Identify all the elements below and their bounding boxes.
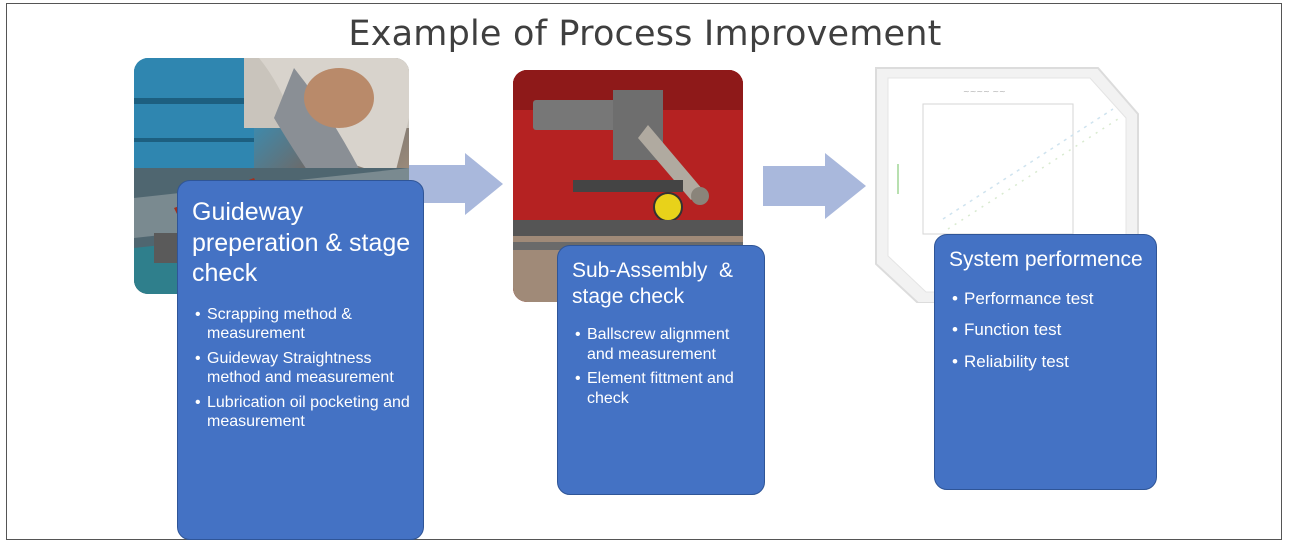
sub-assembly-photo [513,70,743,302]
step-1-heading: Guideway preperation & stage check [192,198,411,287]
step-1-bullet: •Scrapping method & measurement [195,305,352,343]
step-3-box: System performence •Performance test •Fu… [934,234,1157,490]
step-3-bullet-list: •Performance test •Function test •Reliab… [935,289,1148,373]
step-2-bullet: •Element fittment and check [575,370,734,407]
step-2-bullet: •Ballscrew alignment and measurement [575,326,730,363]
step-3-bullet: •Performance test [952,288,1094,308]
step-2-bullet-list: •Ballscrew alignment and measurement •El… [558,325,756,408]
arrow-2-icon [763,153,866,219]
step-2-heading: Sub-Assembly & stage check [572,259,739,308]
svg-text:~~~~ ~~: ~~~~ ~~ [963,87,1006,96]
step-3-heading: System performence [949,248,1143,271]
arrow-1-icon [409,153,503,215]
step-2-box: Sub-Assembly & stage check •Ballscrew al… [557,245,765,495]
step-1-bullet-list: •Scrapping method & measurement •Guidewa… [178,305,413,432]
slide-title: Example of Process Improvement [348,14,942,54]
step-3-bullet: •Function test [952,320,1062,340]
step-1-bullet: •Lubrication oil pocketing and measureme… [195,393,410,431]
step-3-bullet: •Reliability test [952,352,1069,372]
step-1-box: Guideway preperation & stage check •Scra… [177,180,424,540]
step-1-bullet: •Guideway Straightness method and measur… [195,349,394,387]
